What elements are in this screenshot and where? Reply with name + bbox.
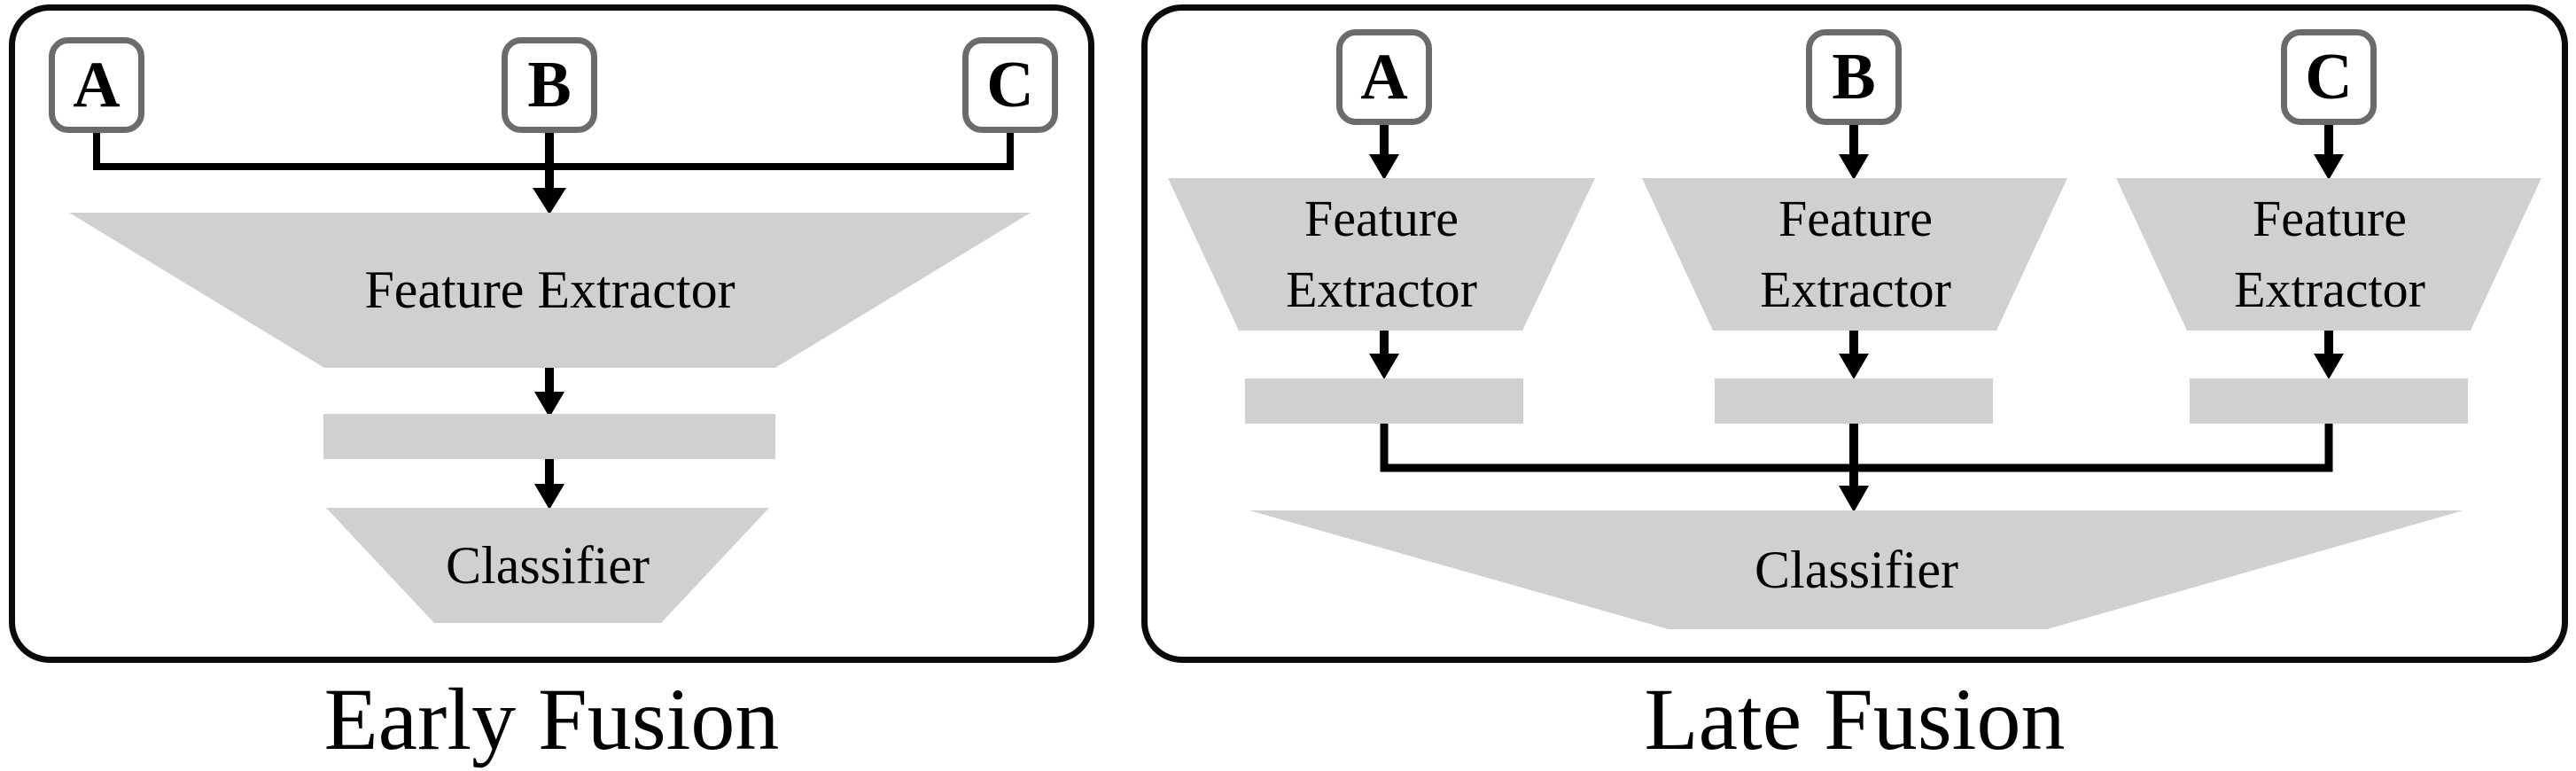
early-fusion-caption: Early Fusion <box>323 669 780 768</box>
classifier-shape-early <box>326 508 769 623</box>
input-label-b-early: B <box>527 49 572 121</box>
arrow-bar-to-classifier-early <box>534 459 564 510</box>
feature-vector-bar-early <box>323 414 775 459</box>
input-label-c-early: C <box>986 49 1034 121</box>
early-fusion-panel <box>9 4 1094 663</box>
arrow-input-c-to-fe3 <box>2314 125 2344 180</box>
input-box-b-early: B <box>502 37 597 133</box>
late-fusion-panel <box>1141 4 2568 663</box>
input-label-a-late: A <box>1360 41 1408 113</box>
arrow-fe2-to-bar2 <box>1839 331 1869 379</box>
input-box-c-late: C <box>2281 29 2377 125</box>
feature-vector-bar-late-2 <box>1715 378 1993 424</box>
arrow-merge-to-classifier-late <box>1839 424 1869 512</box>
arrow-b-to-feature-extractor <box>533 133 566 214</box>
input-box-a-early: A <box>49 37 144 133</box>
input-box-a-late: A <box>1336 29 1432 125</box>
feature-vector-bar-late-3 <box>2190 378 2468 424</box>
input-label-b-late: B <box>1832 41 1876 113</box>
arrow-input-a-to-fe1 <box>1369 125 1399 180</box>
classifier-shape-late <box>1249 510 2463 629</box>
feature-extractor-shape-late-1 <box>1168 178 1595 331</box>
input-box-c-early: C <box>962 37 1058 133</box>
arrow-feature-extractor-to-bar-early <box>534 368 564 417</box>
late-fusion-caption: Late Fusion <box>1644 669 2066 768</box>
input-label-c-late: C <box>2305 41 2353 113</box>
arrow-input-b-to-fe2 <box>1839 125 1869 180</box>
arrow-fe3-to-bar3 <box>2314 331 2344 379</box>
feature-extractor-shape-late-3 <box>2116 178 2541 331</box>
input-label-a-early: A <box>73 49 121 121</box>
input-box-b-late: B <box>1806 29 1902 125</box>
feature-vector-bar-late-1 <box>1245 378 1523 424</box>
feature-extractor-shape-early <box>69 213 1031 368</box>
feature-extractor-shape-late-2 <box>1642 178 2067 331</box>
arrow-fe1-to-bar1 <box>1369 331 1399 379</box>
